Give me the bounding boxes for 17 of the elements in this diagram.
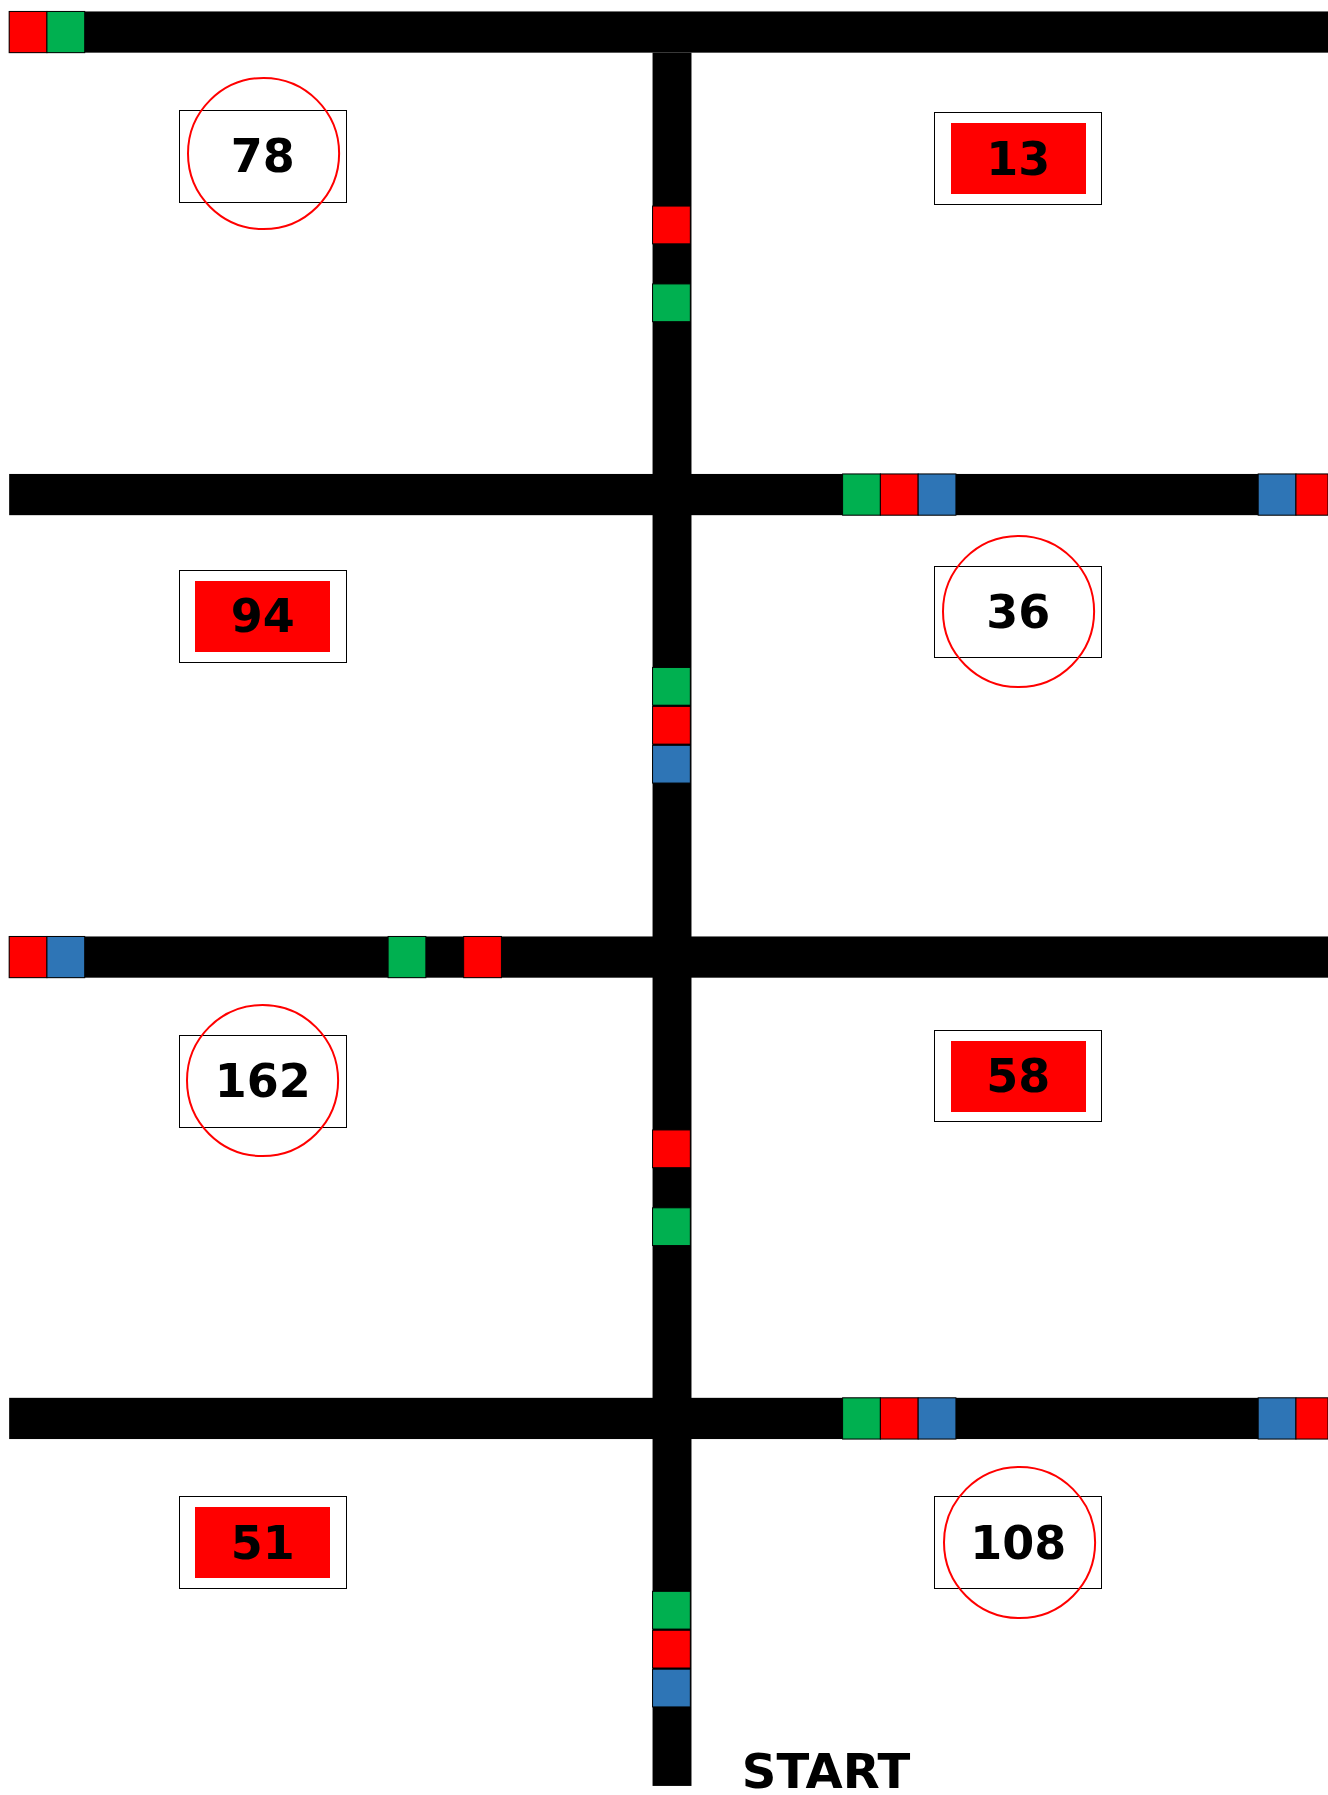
number-card <box>178 570 347 663</box>
number-card <box>178 1496 347 1589</box>
number-card <box>178 1034 347 1128</box>
number-label: 51 <box>195 1507 331 1579</box>
number-card <box>178 109 347 203</box>
number-card <box>934 1030 1103 1122</box>
number-label: 78 <box>230 133 295 180</box>
number-card <box>934 565 1103 659</box>
number-label: 94 <box>195 581 331 652</box>
number-card <box>934 1496 1103 1589</box>
number-label: 162 <box>214 1058 311 1105</box>
number-label: 13 <box>950 123 1086 195</box>
number-card <box>934 112 1103 205</box>
number-label: 36 <box>986 588 1051 635</box>
number-label: 108 <box>970 1519 1067 1566</box>
number-label: 58 <box>950 1040 1086 1112</box>
start-label: START <box>741 1747 911 1795</box>
